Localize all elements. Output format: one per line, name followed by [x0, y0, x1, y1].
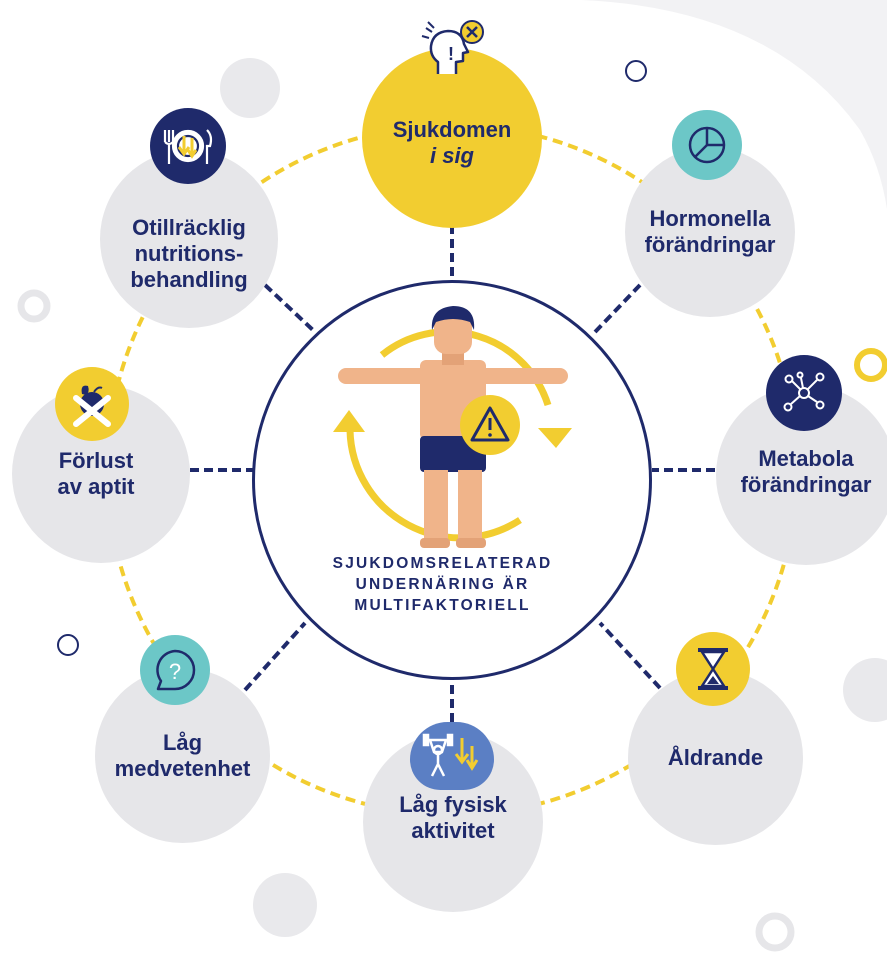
node-nutrition-line3: behandling: [130, 267, 248, 292]
network-icon: [766, 355, 842, 431]
decor-ring: [17, 289, 51, 323]
node-nutrition-line2: nutritions-: [134, 241, 244, 266]
node-hormonal-line1: Hormonella: [649, 206, 771, 231]
center-line1: SJUKDOMSRELATERAD: [332, 555, 553, 572]
center-circle: [252, 280, 652, 680]
node-disease-itself: Sjukdomen i sig: [362, 48, 542, 228]
node-appetite-line2: av aptit: [57, 474, 135, 499]
center-line2: UNDERNÄRING ÄR: [355, 576, 530, 593]
head-warning-icon: !: [418, 16, 488, 86]
node-metabolic-line2: förändringar: [740, 472, 872, 497]
plate-down-icon: [150, 108, 226, 184]
center-title: SJUKDOMSRELATERAD UNDERNÄRING ÄR MULTIFA…: [300, 553, 585, 616]
decor-ring: [755, 912, 795, 952]
node-appetite-line1: Förlust: [58, 448, 134, 473]
node-hormonal-line2: förändringar: [644, 232, 776, 257]
node-awareness-line1: Låg: [162, 729, 203, 755]
hourglass-icon: [676, 632, 750, 706]
node-disease-line2: i sig: [429, 143, 474, 168]
node-insufficient-nutrition: Otillräcklig nutritions- behandling: [100, 150, 278, 328]
node-activity-line1: Låg fysisk: [399, 792, 507, 817]
node-aging-line1: Åldrande: [667, 744, 764, 770]
decor-ring: [625, 60, 647, 82]
decor-circle: [843, 658, 887, 722]
weightlifter-down-icon: [410, 722, 494, 790]
decor-ring: [57, 634, 79, 656]
node-nutrition-line1: Otillräcklig: [132, 215, 246, 240]
decor-ring: [854, 348, 887, 382]
node-metabolic-line1: Metabola: [758, 446, 854, 471]
node-disease-line1: Sjukdomen: [392, 117, 512, 142]
center-line3: MULTIFAKTORIELL: [354, 597, 531, 614]
decor-circle: [220, 58, 280, 118]
node-awareness-line2: medvetenhet: [114, 755, 251, 781]
question-icon: ?: [140, 635, 210, 705]
svg-text:?: ?: [169, 659, 181, 684]
node-activity-line2: aktivitet: [411, 818, 495, 843]
pie-chart-icon: [672, 110, 742, 180]
svg-text:!: !: [448, 44, 454, 64]
spokes: [190, 225, 715, 722]
node-hormonal-changes: Hormonella förändringar: [625, 147, 795, 317]
decor-circle: [253, 873, 317, 937]
node-low-physical-activity: Låg fysisk aktivitet: [363, 732, 543, 912]
apple-cross-icon: [55, 367, 129, 441]
